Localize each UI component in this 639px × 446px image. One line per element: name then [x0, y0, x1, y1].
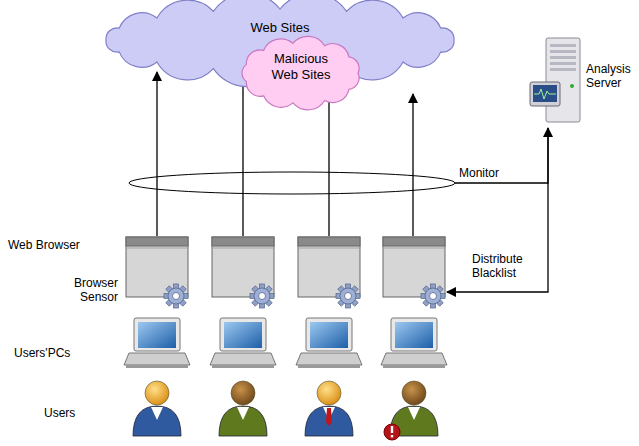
browser-sensor-gear	[421, 284, 445, 308]
user-figure	[305, 381, 353, 436]
web-browser-window	[383, 237, 445, 297]
user-pc-laptop	[124, 318, 190, 368]
malicious-sites-cloud: Malicious Web Sites	[238, 38, 364, 108]
monitor-ring	[129, 172, 455, 194]
row-label: Web Browser	[8, 238, 118, 252]
user-figure	[133, 381, 181, 436]
monitor-label: Monitor	[459, 166, 519, 180]
user-pc-laptop	[296, 318, 362, 368]
node-label: Malicious Web Sites	[266, 38, 336, 82]
browser-sensor-gear	[250, 284, 274, 308]
request-arrow	[156, 72, 157, 236]
row-label: Users'PCs	[14, 346, 104, 360]
distribute-label: Distribute Blacklist	[472, 252, 544, 281]
user-pc-laptop	[210, 318, 276, 368]
web-browser-window	[126, 237, 188, 297]
web-browser-window	[212, 237, 274, 297]
analysis-server: Analysis Server	[528, 36, 636, 126]
browser-sensor-gear	[336, 284, 360, 308]
user-figure	[219, 381, 267, 436]
web-browser-window	[298, 237, 360, 297]
blacklist-line	[447, 128, 548, 292]
monitor-line	[455, 128, 548, 183]
node-label: Analysis Server	[586, 62, 636, 91]
user-pc-laptop	[381, 318, 447, 368]
server-icon	[528, 36, 584, 126]
request-arrow	[412, 94, 413, 236]
browser-sensor-gear	[164, 284, 188, 308]
row-label: Browser Sensor	[62, 276, 118, 305]
node-label: Web Sites	[180, 4, 380, 36]
row-label: Users	[44, 406, 104, 420]
warning-badge	[384, 424, 400, 440]
request-arrow	[242, 72, 243, 236]
web-sites-cloud: Web SitesMalicious Web Sites	[100, 4, 460, 76]
